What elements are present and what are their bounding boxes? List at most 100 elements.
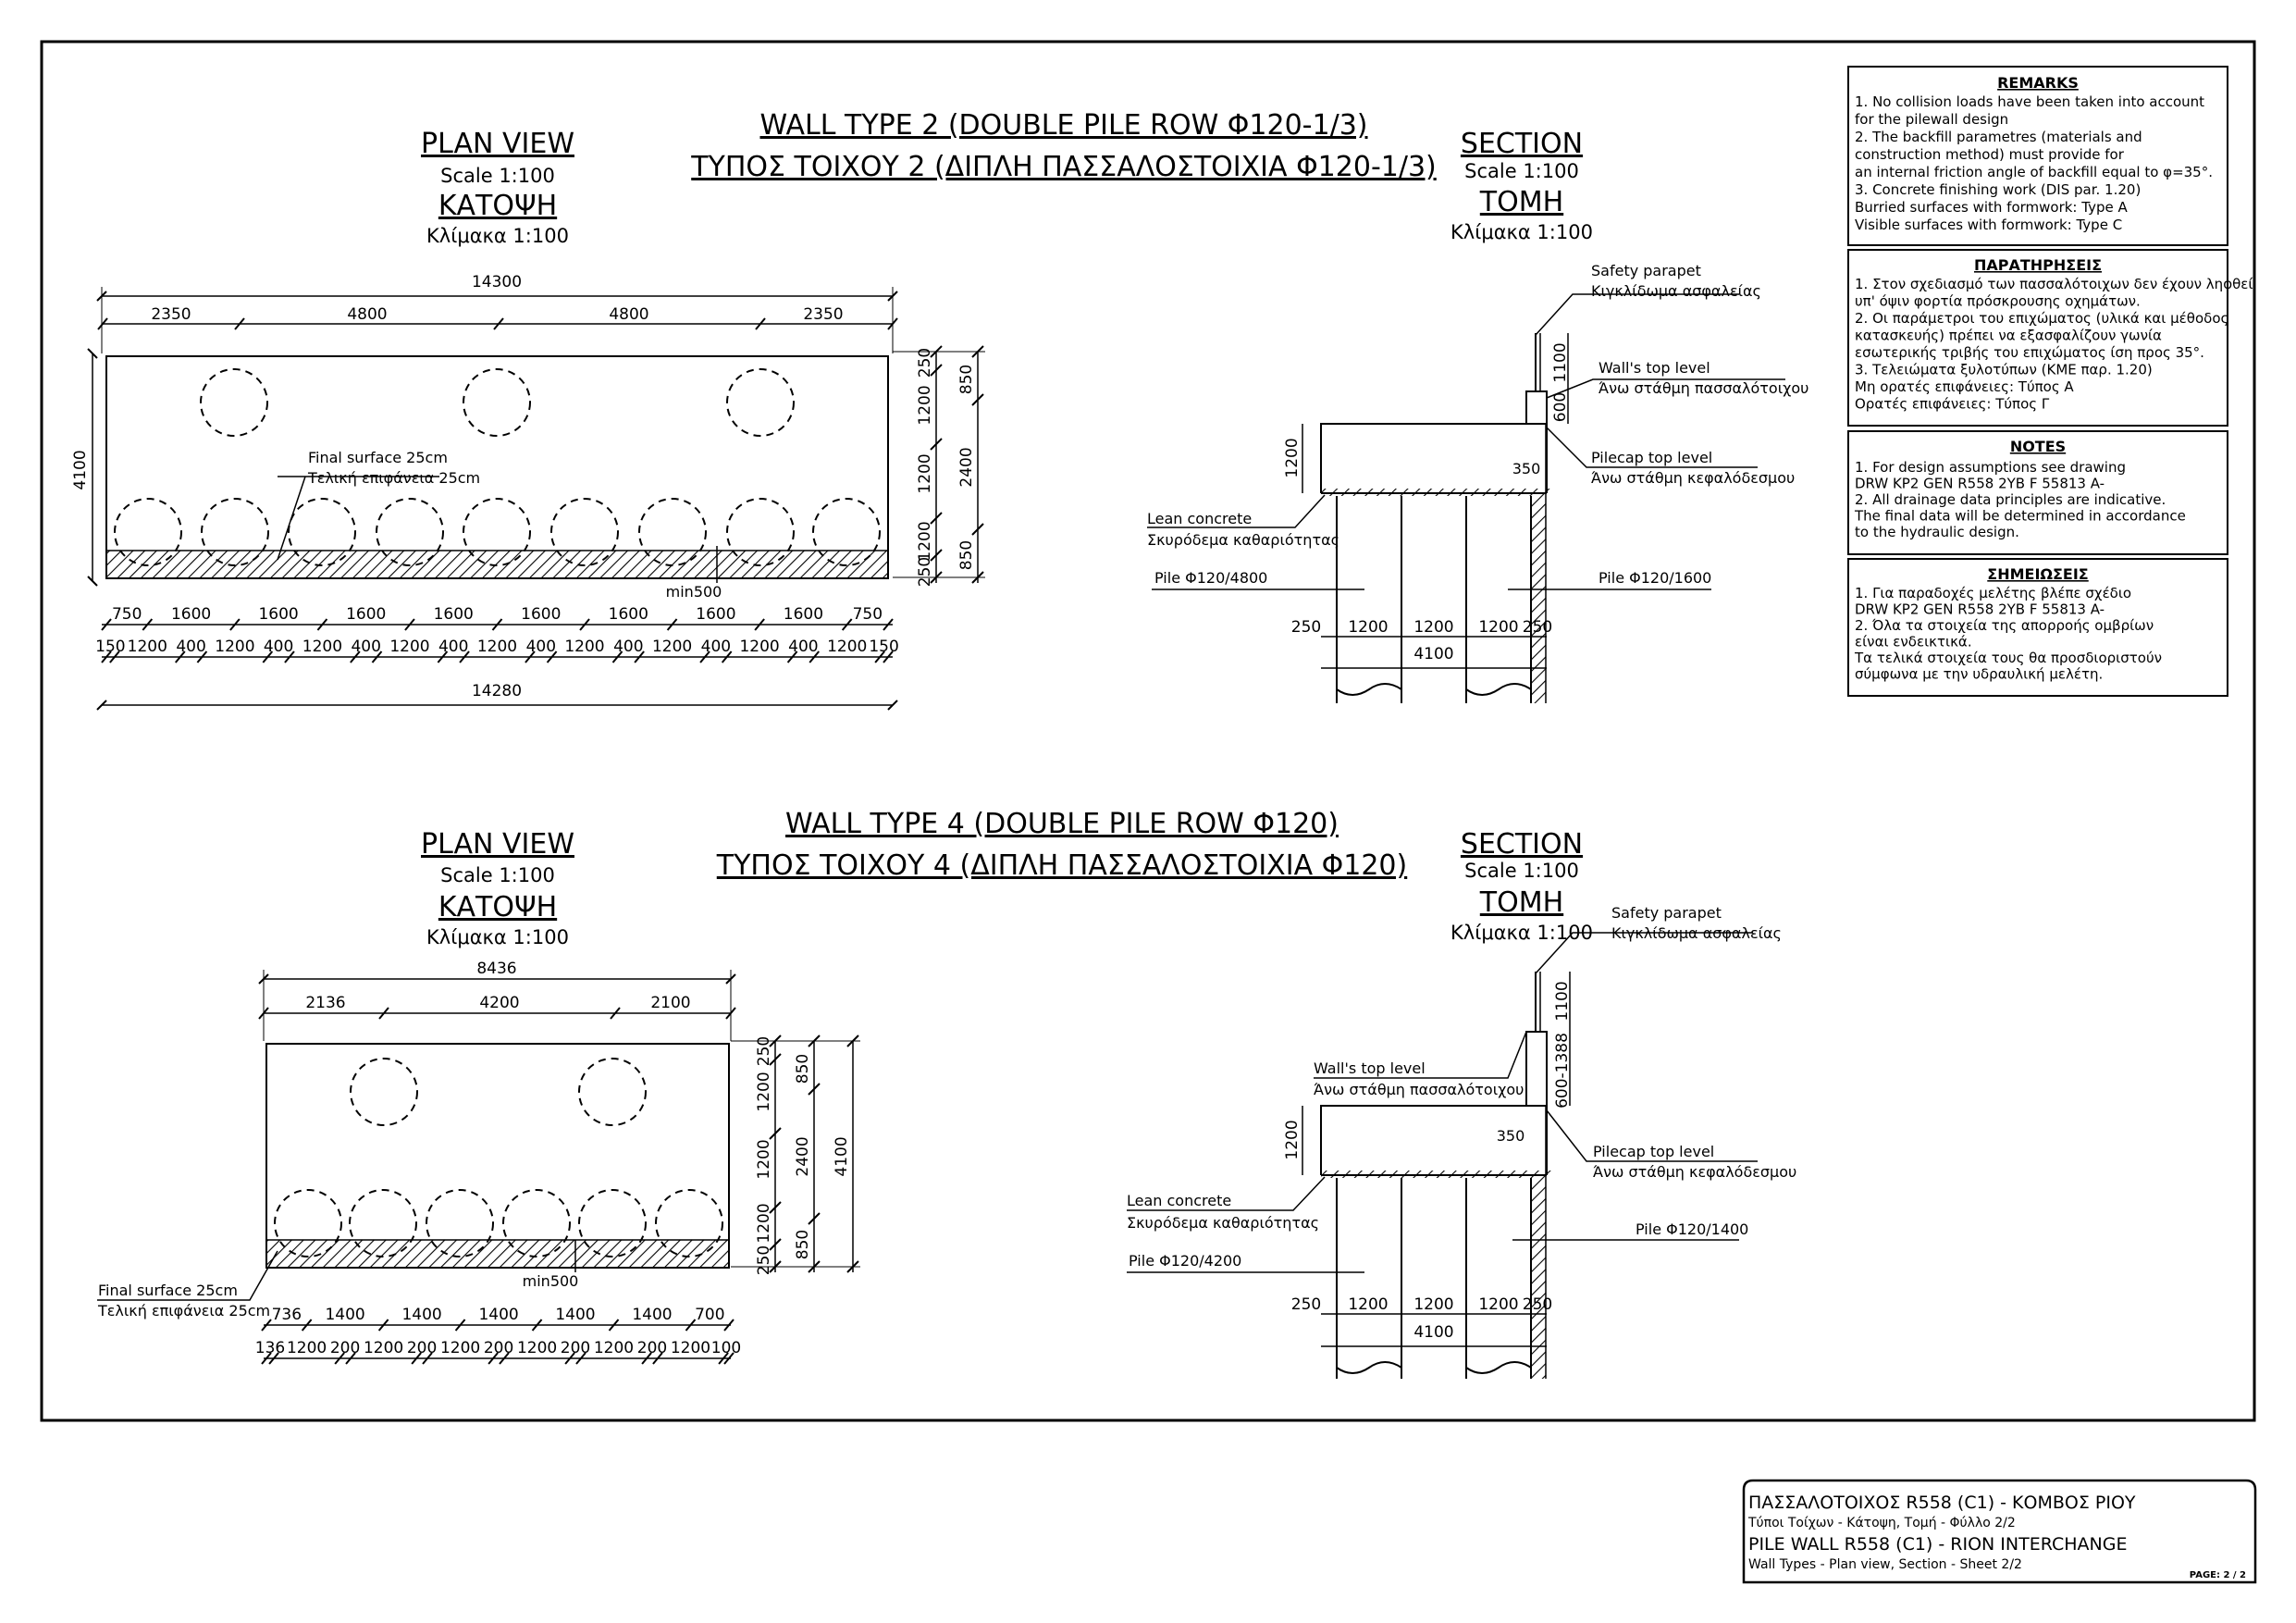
- notes-panel: NOTES 1. For design assumptions see draw…: [1847, 430, 2228, 555]
- dim-label: 1600: [784, 605, 823, 624]
- dim-tick: [525, 650, 536, 663]
- dim-label: 1200: [594, 1339, 634, 1357]
- dim-label: 400: [351, 638, 380, 656]
- dim-label: 1200: [564, 638, 604, 656]
- note-line: Μη ορατές επιφάνειες: Τύπος Α: [1855, 378, 2074, 395]
- dim-tick: [546, 650, 558, 663]
- wall4-section-heading: SECTION Scale 1:100 ΤΟΜΗ Κλίμακα 1:100: [1450, 828, 1593, 944]
- note-line: 1. Στον σχεδιασμό των πασσαλότοιχων δεν …: [1855, 276, 2253, 292]
- dim-label: 2350: [803, 305, 843, 324]
- wall2-plan-outline: [105, 355, 889, 579]
- dim-label: 250: [1523, 618, 1552, 637]
- dim-label: 1200: [1283, 1120, 1302, 1159]
- walltop-en: Wall's top level: [1314, 1059, 1426, 1077]
- plan-scale-gr: Κλίμακα 1:100: [426, 225, 569, 247]
- pile-row-front: [274, 1189, 723, 1258]
- dim-label: 200: [407, 1339, 437, 1357]
- dim-tick: [723, 1319, 734, 1332]
- plan-heading-en: PLAN VIEW: [421, 128, 574, 160]
- dim-label: 750: [853, 605, 883, 624]
- dim-tick: [488, 1352, 499, 1365]
- title-line-2: Τύποι Τοίχων - Κάτοψη, Τομή - Φύλλο 2/2: [1747, 1516, 2016, 1530]
- dim-label: 2400: [794, 1136, 812, 1176]
- pile-left-label: Pile Φ120/4800: [1154, 569, 1267, 587]
- dim-label: 700: [695, 1306, 724, 1324]
- section-heading-en: SECTION: [1461, 128, 1583, 160]
- wall4-plan-outline: [265, 1043, 730, 1269]
- dim-label: 1600: [696, 605, 735, 624]
- dim-label: 1200: [755, 1203, 773, 1243]
- dim-label: 4800: [347, 305, 387, 324]
- dim-label: 1200: [440, 1339, 480, 1357]
- dim-label: 2100: [650, 994, 690, 1012]
- dim-tick: [723, 1352, 734, 1365]
- wall2-plan-view: 14300 2350 4800 4800 2350: [71, 273, 985, 711]
- dim-tick: [350, 650, 361, 663]
- min-dim: min500: [666, 583, 722, 601]
- dim-label: 400: [788, 638, 818, 656]
- dim-label: 1200: [652, 638, 692, 656]
- dim-label: 1200: [916, 385, 934, 425]
- dim-tick: [685, 1319, 697, 1332]
- dim-label: 850: [957, 365, 976, 394]
- wall4-title-gr: ΤΥΠΟΣ ΤΟΙΧΟΥ 4 (ΔΙΠΛΗ ΠΑΣΣΑΛΟΣΤΟΙΧΙΑ Φ12…: [716, 849, 1407, 882]
- dim-tick: [883, 650, 894, 663]
- dim-label: 1200: [916, 521, 934, 561]
- dim-tick: [175, 650, 186, 663]
- dim-tick: [491, 618, 503, 631]
- safety-gr: Κιγκλίδωμα ασφαλείας: [1591, 282, 1761, 300]
- dim-tick: [261, 1319, 272, 1332]
- plan-scale-gr: Κλίμακα 1:100: [426, 926, 569, 948]
- dim-tick: [268, 1352, 279, 1365]
- dim-label: 850: [794, 1230, 812, 1259]
- dim-label: 1200: [215, 638, 254, 656]
- dim-label: 1200: [916, 453, 934, 493]
- dim-label: 1600: [258, 605, 298, 624]
- note-line: εσωτερικής τριβής του επιχώματος ίση προ…: [1855, 344, 2204, 361]
- dim-label: 1200: [1348, 1295, 1388, 1314]
- dim-tick: [809, 650, 820, 663]
- section-scale-gr: Κλίμακα 1:100: [1450, 221, 1593, 243]
- dim-tick: [301, 1319, 313, 1332]
- dim-label: 1200: [477, 638, 517, 656]
- wall4-plan-heading: PLAN VIEW Scale 1:100 ΚΑΤΟΨΗ Κλίμακα 1:1…: [421, 828, 574, 948]
- pilecap-gr: Άνω στάθμη κεφαλόδεσμου: [1593, 1163, 1796, 1181]
- dim-tick: [101, 618, 112, 631]
- pile-row-front: [114, 498, 881, 566]
- note-line: DRW KP2 GEN R558 2YB F 55813 A-: [1855, 476, 2105, 492]
- note-line: Burried surfaces with formwork: Type A: [1855, 199, 2128, 216]
- simeioseis-panel: ΣΗΜΕΙΩΣΕΙΣ 1. Για παραδοχές μελέτης βλέπ…: [1847, 558, 2228, 697]
- section-scale-en: Scale 1:100: [1464, 160, 1579, 182]
- plan-scale-en: Scale 1:100: [440, 864, 555, 886]
- section-heading-gr: ΤΟΜΗ: [1479, 886, 1563, 919]
- pilecap-gr: Άνω στάθμη κεφαλόδεσμου: [1591, 469, 1795, 487]
- dim-label: 400: [438, 638, 468, 656]
- safety-gr: Κιγκλίδωμα ασφαλείας: [1611, 924, 1782, 942]
- dim-label: 1200: [287, 1339, 327, 1357]
- dim-label: 600: [1551, 392, 1570, 422]
- dim-label: 350: [1512, 460, 1541, 477]
- dim-label: 14280: [472, 682, 522, 700]
- wall2-title-en: WALL TYPE 2 (DOUBLE PILE ROW Φ120-1/3): [759, 109, 1367, 142]
- dim-tick: [345, 1352, 356, 1365]
- dim-tick: [284, 650, 295, 663]
- dim-label: 2136: [305, 994, 345, 1012]
- lean-gr: Σκυρόδεμα καθαριότητας: [1147, 531, 1339, 549]
- paratiriseis-panel: ΠΑΡΑΤΗΡΗΣΕΙΣ 1. Στον σχεδιασμό των πασσα…: [1847, 249, 2253, 427]
- final-surface-en: Final surface 25cm: [98, 1282, 238, 1299]
- dim-label: 200: [561, 1339, 590, 1357]
- note-line: κατασκευής) πρέπει να εξασφαλίζουν γωνία: [1855, 328, 2162, 344]
- dim-label: 400: [701, 638, 731, 656]
- dim-label: 1200: [364, 1339, 403, 1357]
- dim-tick: [142, 618, 154, 631]
- dim-label: 850: [957, 540, 976, 570]
- dim-tick: [196, 650, 208, 663]
- dim-tick: [608, 1319, 620, 1332]
- dim-label: 250: [916, 557, 934, 587]
- note-line: 2. The backfill parametres (materials an…: [1855, 129, 2142, 145]
- wall2-title-gr: ΤΥΠΟΣ ΤΟΙΧΟΥ 2 (ΔΙΠΛΗ ΠΑΣΣΑΛΟΣΤΟΙΧΙΑ Φ12…: [690, 151, 1437, 183]
- final-surface-gr: Τελική επιφάνεια 25cm: [307, 469, 480, 487]
